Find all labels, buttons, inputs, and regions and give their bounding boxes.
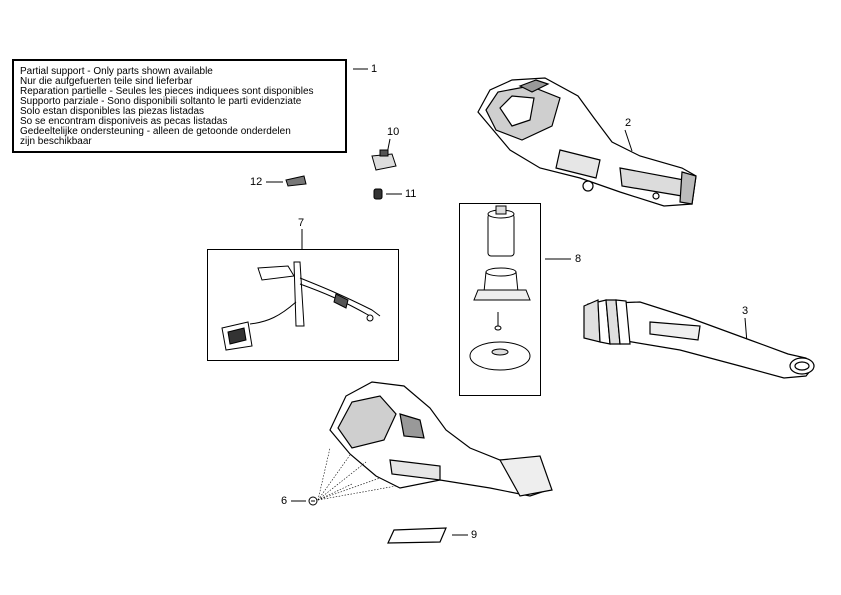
note-line-fr: Reparation partielle - Seules les pieces… bbox=[20, 86, 314, 97]
note-line-de: Nur die aufgefuerten teile sind lieferba… bbox=[20, 76, 193, 87]
wiring-harness-frame bbox=[207, 249, 399, 361]
callout-11: 11 bbox=[405, 188, 417, 200]
callout-8: 8 bbox=[575, 253, 582, 265]
wiring-harness-part bbox=[221, 261, 381, 351]
callout-1: 1 bbox=[371, 63, 378, 75]
motor-assembly-part bbox=[469, 205, 531, 371]
note-line-it: Supporto parziale - Sono disponibili sol… bbox=[20, 96, 302, 107]
callout-7: 7 bbox=[298, 217, 305, 229]
motor-assembly-frame bbox=[459, 203, 541, 396]
upper-housing-part bbox=[477, 77, 697, 207]
blower-assembly-view bbox=[329, 381, 553, 497]
blower-tube-part bbox=[583, 299, 815, 379]
note-line-nl-1: Gedeeltelijke ondersteuning - alleen de … bbox=[20, 126, 291, 137]
callout-12: 12 bbox=[250, 176, 263, 188]
clip-part bbox=[285, 175, 307, 187]
leader-line-2 bbox=[624, 129, 633, 152]
callout-2: 2 bbox=[625, 117, 632, 129]
bushing-part bbox=[373, 188, 383, 200]
note-line-es: Solo estan disponibles las piezas listad… bbox=[20, 106, 204, 117]
note-line-en: Partial support - Only parts shown avail… bbox=[20, 66, 213, 77]
switch-part bbox=[371, 149, 397, 171]
label-plate-part bbox=[387, 527, 447, 544]
screw-part bbox=[308, 496, 318, 506]
callout-3: 3 bbox=[742, 305, 749, 317]
note-line-nl-2: zijn beschikbaar bbox=[20, 136, 92, 147]
assembly-screw-leader-lines bbox=[317, 447, 397, 501]
callout-9: 9 bbox=[471, 529, 478, 541]
partial-support-note: Partial support - Only parts shown avail… bbox=[12, 59, 347, 153]
callout-6: 6 bbox=[281, 495, 288, 507]
note-line-pt: So se encontram disponiveis as pecas lis… bbox=[20, 116, 228, 127]
callout-10: 10 bbox=[387, 126, 400, 138]
